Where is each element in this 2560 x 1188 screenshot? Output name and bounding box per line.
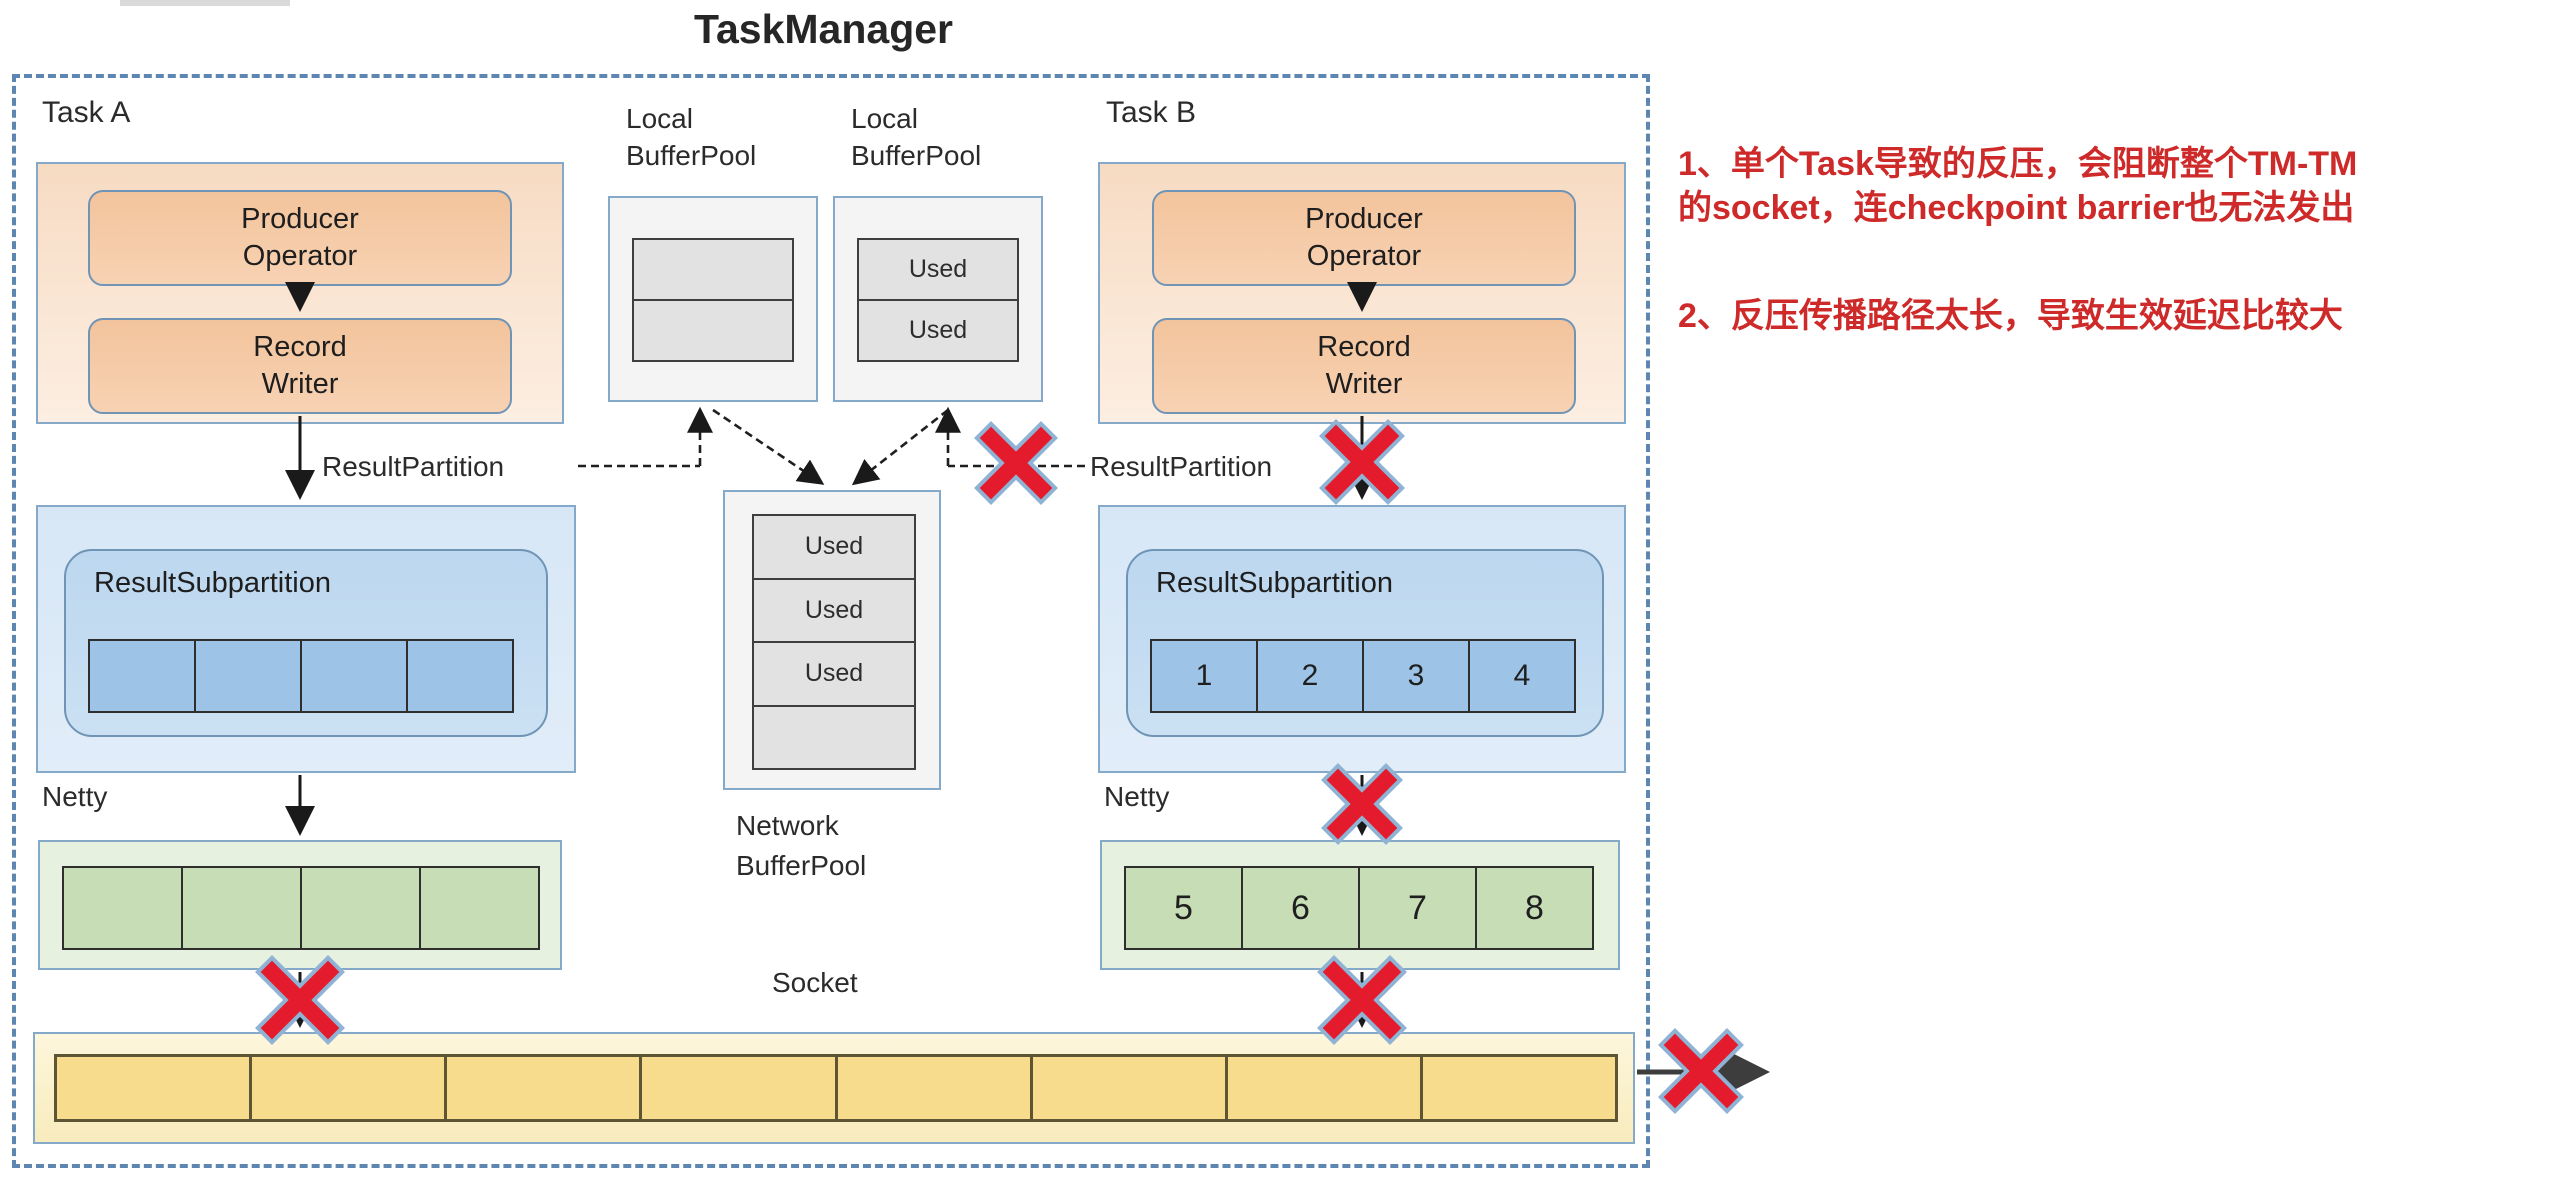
buffer-cell: 5 [1124, 866, 1243, 950]
task-a-netty-box [38, 840, 562, 970]
buffer-cell [181, 866, 302, 950]
task-b-record-writer-box: Record Writer [1152, 318, 1576, 414]
cropped-toolbar-artifact [120, 0, 290, 6]
socket-cells [54, 1054, 1618, 1122]
buffer-cell [834, 1054, 1033, 1122]
buffer-cell [62, 866, 183, 950]
local-buffer-pool-1-label: Local BufferPool [626, 100, 756, 174]
local-buffer-pool-1-label-line1: Local [626, 103, 693, 134]
note-1-line2: 的socket，连checkpoint barrier也无法发出 [1678, 189, 2355, 227]
task-b-label: Task B [1106, 96, 1197, 129]
producer-operator-line1: Producer [1305, 203, 1423, 235]
local-buffer-pool-2-label-line1: Local [851, 103, 918, 134]
task-a-subpartition-cells [88, 639, 520, 713]
buffer-cell: Used [857, 299, 1019, 362]
task-b-box: Producer Operator Record Writer [1098, 162, 1626, 424]
page-title: TaskManager [694, 6, 954, 52]
task-b-result-partition-label: ResultPartition [1090, 451, 1273, 482]
socket-bar [33, 1032, 1635, 1144]
network-buffer-pool-label-line2: BufferPool [736, 850, 867, 881]
buffer-cell [632, 238, 794, 301]
producer-operator-line1: Producer [241, 203, 359, 235]
network-buffer-pool-box: Used Used Used [723, 490, 941, 790]
task-b-subpartition-cells: 1 2 3 4 [1150, 639, 1582, 713]
buffer-cell [88, 639, 196, 713]
local-buffer-pool-2-box: Used Used [833, 196, 1043, 402]
task-b-result-subpartition-label: ResultSubpartition [1156, 567, 1393, 599]
buffer-cell: Used [857, 238, 1019, 301]
record-writer-line1: Record [1317, 331, 1411, 363]
network-buffer-pool-label-line1: Network [736, 810, 839, 841]
buffer-cell: Used [752, 577, 916, 643]
record-writer-line1: Record [253, 331, 347, 363]
cross-socket-exit [1663, 1033, 1739, 1109]
socket-label: Socket [772, 967, 858, 998]
buffer-cell [1419, 1054, 1618, 1122]
task-a-result-subpartition-label: ResultSubpartition [94, 567, 331, 599]
task-b-netty-box: 5 6 7 8 [1100, 840, 1620, 970]
task-b-producer-operator-box: Producer Operator [1152, 190, 1576, 286]
note-2: 2、反压传播路径太长，导致生效延迟比较大 [1678, 297, 2343, 335]
buffer-cell [194, 639, 302, 713]
local-buffer-pool-1-cells [632, 238, 794, 362]
buffer-cell [1029, 1054, 1228, 1122]
local-buffer-pool-1-box [608, 196, 818, 402]
local-buffer-pool-2-label-line2: BufferPool [851, 140, 982, 171]
producer-operator-line2: Operator [1306, 240, 1422, 272]
buffer-cell [639, 1054, 838, 1122]
buffer-cell [249, 1054, 448, 1122]
task-a-netty-label: Netty [42, 781, 108, 812]
buffer-cell [1224, 1054, 1423, 1122]
task-b-result-subpartition-box: ResultSubpartition 1 2 3 4 [1098, 505, 1626, 773]
buffer-cell: 2 [1256, 639, 1364, 713]
task-a-box: Producer Operator Record Writer [36, 162, 564, 424]
producer-operator-line2: Operator [242, 240, 358, 272]
buffer-cell: 1 [1150, 639, 1258, 713]
local-buffer-pool-1-label-line2: BufferPool [626, 140, 757, 171]
buffer-cell: 7 [1358, 866, 1477, 950]
buffer-cell: 6 [1241, 866, 1360, 950]
buffer-cell: 8 [1475, 866, 1594, 950]
buffer-cell: 4 [1468, 639, 1576, 713]
buffer-cell [300, 866, 421, 950]
task-a-record-writer-box: Record Writer [88, 318, 512, 414]
local-buffer-pool-2-label: Local BufferPool [851, 100, 981, 174]
task-b-netty-label: Netty [1104, 781, 1170, 812]
buffer-cell [752, 704, 916, 770]
task-a-producer-operator-box: Producer Operator [88, 190, 512, 286]
network-buffer-pool-cells: Used Used Used [752, 514, 916, 770]
network-buffer-pool-label: Network BufferPool [736, 806, 866, 886]
task-b-subpartition-inner: ResultSubpartition 1 2 3 4 [1126, 549, 1604, 737]
buffer-cell [300, 639, 408, 713]
task-b-netty-cells: 5 6 7 8 [1124, 866, 1600, 950]
buffer-cell [419, 866, 540, 950]
task-a-label: Task A [42, 96, 131, 129]
buffer-cell [54, 1054, 253, 1122]
local-buffer-pool-2-cells: Used Used [857, 238, 1019, 362]
note-1-line1: 1、单个Task导致的反压，会阻断整个TM-TM [1678, 145, 2358, 183]
buffer-cell: Used [752, 641, 916, 707]
buffer-cell [632, 299, 794, 362]
buffer-cell: Used [752, 514, 916, 580]
buffer-cell: 3 [1362, 639, 1470, 713]
task-a-netty-cells [62, 866, 546, 950]
task-a-result-partition-label: ResultPartition [322, 451, 505, 482]
record-writer-line2: Writer [1325, 368, 1403, 400]
task-a-result-subpartition-box: ResultSubpartition [36, 505, 576, 773]
note-1: 1、单个Task导致的反压，会阻断整个TM-TM 的socket，连checkp… [1678, 142, 2560, 230]
buffer-cell [406, 639, 514, 713]
task-a-subpartition-inner: ResultSubpartition [64, 549, 548, 737]
taskmanager-frame [12, 74, 1650, 1168]
record-writer-line2: Writer [261, 368, 339, 400]
buffer-cell [444, 1054, 643, 1122]
